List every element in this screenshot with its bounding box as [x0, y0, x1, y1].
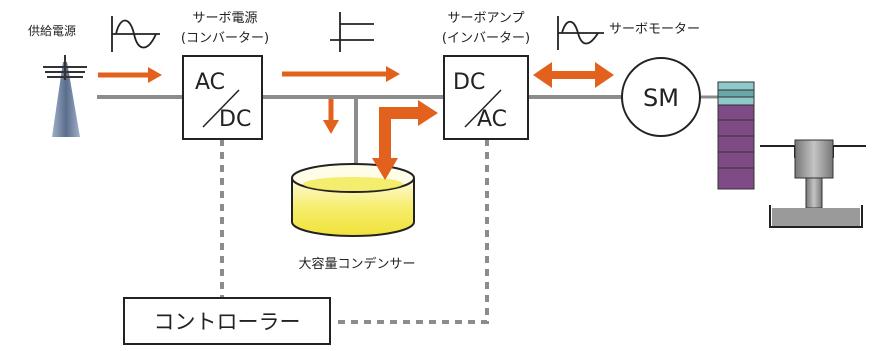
- converter-top-label: AC: [195, 70, 225, 95]
- controller-box: コントローラー: [123, 297, 331, 345]
- gear-stack-icon: [717, 81, 755, 190]
- dc-flow-arrow-icon: [282, 66, 400, 82]
- power-supply-label: 供給電源: [28, 24, 76, 38]
- capacitor-icon: [291, 163, 415, 237]
- servo-amp-label: サーボアンプ: [447, 11, 524, 26]
- inverter-box: DC AC: [443, 55, 529, 140]
- servo-motor: SM: [621, 57, 701, 137]
- transmission-tower-icon: [43, 55, 87, 137]
- servo-power-label: サーボ電源: [192, 11, 257, 26]
- servo-power-sub-label: (コンバーター): [181, 31, 269, 46]
- regeneration-arrow-icon: [372, 100, 438, 180]
- power-in-arrow-icon: [98, 67, 162, 83]
- dc-wave-icon: [330, 12, 374, 52]
- controller-label: コントローラー: [154, 310, 301, 334]
- converter-bottom-label: DC: [219, 107, 251, 132]
- bidirectional-arrow-icon: [533, 62, 614, 88]
- inverter-control-line: [332, 139, 489, 324]
- inverter-top-label: DC: [453, 70, 485, 95]
- converter-box: AC DC: [182, 55, 263, 140]
- servo-motor-label: サーボモーター: [609, 22, 700, 37]
- servo-amp-sub-label: (インバーター): [442, 31, 530, 46]
- ac-wave-icon: [111, 16, 160, 52]
- capacitor-charge-arrow-icon: [323, 99, 339, 134]
- capacitor-label: 大容量コンデンサー: [298, 256, 415, 272]
- inverter-bottom-label: AC: [477, 107, 507, 132]
- motor-wave-icon: [557, 16, 604, 50]
- motor-label: SM: [643, 84, 679, 112]
- press-mechanism-icon: [760, 139, 866, 228]
